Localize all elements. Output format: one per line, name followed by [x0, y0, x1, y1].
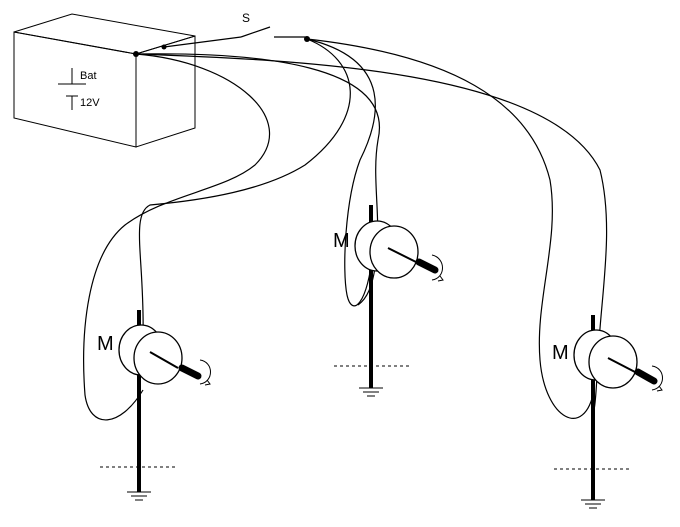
motor-right-label: M — [552, 342, 569, 364]
battery-box: Bat 12V — [13, 13, 196, 148]
ground-icon — [127, 491, 151, 501]
battery-name-label: Bat — [80, 70, 97, 82]
motor-left-label: M — [97, 333, 114, 355]
switch-label: S — [242, 11, 250, 25]
motor-middle-label: M — [333, 230, 350, 252]
motor-left: M — [97, 310, 211, 501]
ground-icon — [359, 387, 383, 397]
motor-middle: M — [333, 205, 444, 397]
battery-voltage-label: 12V — [80, 97, 100, 109]
motor-right: M — [552, 315, 663, 509]
switch-terminal-left — [161, 44, 167, 50]
ground-icon — [581, 499, 605, 509]
battery-symbol-icon — [58, 68, 86, 110]
switch: S — [161, 11, 310, 50]
wires-positive — [138, 38, 595, 419]
